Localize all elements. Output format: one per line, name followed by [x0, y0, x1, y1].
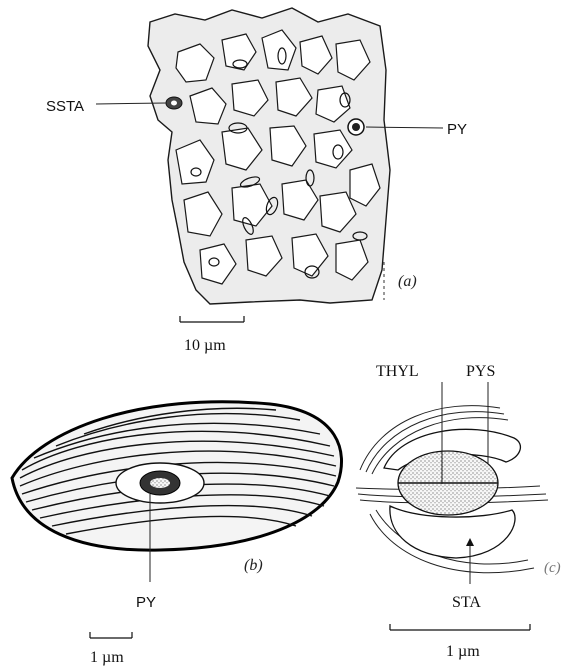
pyrenoid-texture: [150, 478, 170, 488]
label-sta: STA: [452, 594, 481, 611]
scale-label-b: 1 µm: [90, 649, 124, 666]
panel-letter-b: (b): [244, 557, 263, 574]
panel-letter-c: (c): [544, 560, 561, 576]
scale-label-c: 1 µm: [446, 643, 480, 660]
panel-a-tissue: SSTA PY (a) 10 µm: [46, 8, 467, 354]
panel-letter-a: (a): [398, 273, 417, 290]
label-py-b: PY: [136, 594, 156, 611]
scale-bar-a: [180, 316, 244, 322]
label-ssta: SSTA: [46, 98, 84, 115]
scale-label-a: 10 µm: [184, 337, 226, 354]
scale-bar-b: [90, 632, 132, 638]
panel-b-chloroplast: PY (b) 1 µm: [12, 402, 342, 666]
label-py-a: PY: [447, 121, 467, 138]
label-pys: PYS: [466, 363, 495, 380]
panel-c-pyrenoid: THYL PYS (c) STA 1 µm: [356, 363, 561, 660]
label-thyl: THYL: [376, 363, 419, 380]
scale-bar-c: [390, 624, 530, 630]
